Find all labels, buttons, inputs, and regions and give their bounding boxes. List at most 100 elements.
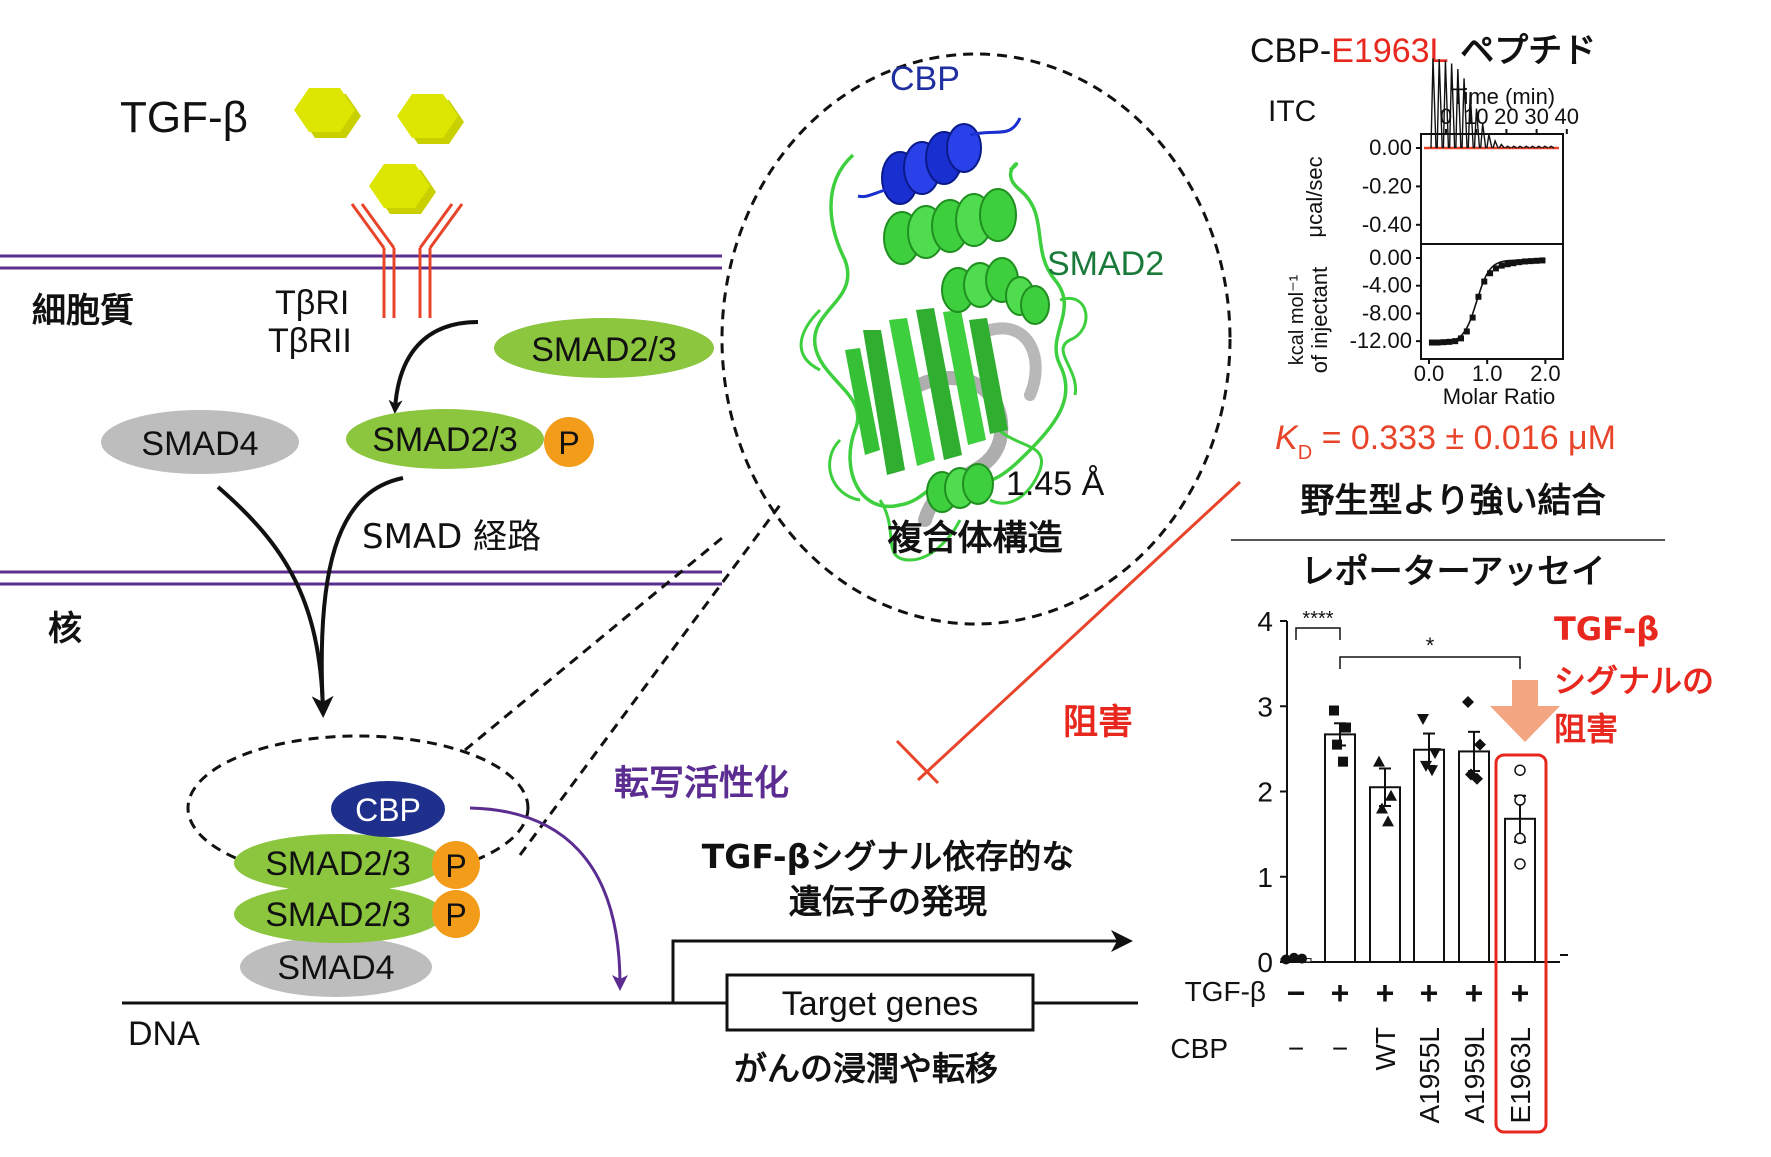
itc-data-point [1446,338,1453,345]
transcription-complex: SMAD4 SMAD2/3 P SMAD2/3 P CBP [234,781,480,997]
itc-data-point [1527,258,1534,265]
smad23-nuclear-lower [234,885,444,943]
itc-data-point [1428,339,1435,346]
pathway-label: SMAD 経路 [362,517,541,557]
smad4-nuclear [240,937,432,997]
nuclear-membrane [0,570,722,586]
chart-point [1420,760,1432,772]
smad4-cytoplasm: SMAD4 [101,410,299,474]
tgf-condition-label: + [1376,975,1395,1011]
itc-time-tick-label: 10 [1464,104,1488,129]
chart-point [1338,756,1348,767]
phospho-circle [544,417,594,467]
chart-bar [1369,786,1401,963]
itc-lower-ylabel-line1: kcal mol⁻¹ [1286,274,1308,365]
reporter-title: レポーターアッセイ [1301,552,1606,592]
itc-data-point [1458,335,1464,342]
itc-injection-peak [1473,108,1481,149]
receptor1-label: TβRI [275,284,349,322]
inhibition-note-line3: 阻害 [1554,710,1618,748]
chart-ytick-label: 2 [1257,777,1273,808]
chart-bar [1324,733,1356,963]
significance-bracket [1295,627,1341,640]
resolution-label: 1.45 Å [1006,465,1105,503]
target-genes-box [725,973,1035,1032]
chart-point [1514,832,1526,845]
chart-point [1514,764,1526,776]
itc-upper-ytick-label: 0.00 [1369,135,1412,160]
ligand-hexagon [397,94,458,138]
activation-arrow [469,806,628,991]
itc-lower-ytick-label: -4.00 [1362,273,1412,298]
chart-point [1373,755,1385,767]
itc-data-point [1522,258,1528,265]
itc-data-point [1510,260,1517,267]
tgf-beta-ligands [294,88,464,214]
tgf-condition-label: + [1511,975,1530,1011]
tgf-row-label: TGF-β [1185,976,1266,1007]
smad23-label: SMAD2/3 [372,421,518,459]
cbp-condition-label: E1963L [1505,1027,1536,1124]
kd-text: KD = 0.333 ± 0.016 μM [1275,419,1616,464]
protein-structure [799,117,1088,562]
cbp-condition-label: A1955L [1414,1027,1445,1124]
itc-molar-tick-label: 1.0 [1472,361,1503,386]
itc-injection-peak [1492,138,1499,149]
structure-caption: 複合体構造 [887,519,1062,559]
smad23-label: SMAD2/3 [265,896,411,934]
chart-ytick-label: 0 [1257,947,1273,978]
smad23-cytoplasm: SMAD2/3 [494,318,714,378]
chart-point [1289,952,1299,963]
inhibition-note-line2: シグナルの [1554,662,1714,700]
nucleus-label: 核 [48,609,82,649]
smad23-phospho: SMAD2/3 P [346,409,594,469]
itc-injection-peak [1511,145,1518,149]
itc-injection-peak [1505,145,1511,149]
itc-injection-peak [1479,123,1487,149]
itc-injection-peak [1523,145,1530,149]
itc-injection-peak [1442,60,1450,149]
chart-point [1341,722,1351,733]
itc-injection-peak [1486,134,1493,149]
kd-value: = 0.333 ± 0.016 μM [1312,419,1616,457]
itc-injection-peak [1461,78,1468,149]
receptor2-label: TβRII [268,322,352,360]
cbp-condition-label: − [1288,1033,1304,1064]
smad4-label: SMAD4 [141,425,258,463]
itc-time-tick-label: 20 [1494,104,1518,129]
itc-data-point [1492,265,1499,272]
cbp-row-label: CBP [1170,1033,1228,1064]
itc-data-point [1440,339,1447,346]
chart-point [1382,815,1394,827]
chart-point [1426,765,1438,777]
transcription-arrow [671,930,1133,1003]
chart-bar [1413,748,1445,963]
binding-note: 野生型より強い結合 [1300,481,1605,521]
smad23-label: SMAD2/3 [265,845,411,883]
itc-injection-peak [1498,143,1505,149]
expression-line1: TGF-βシグナル依存的な [702,837,1074,876]
target-genes-label: Target genes [782,985,979,1023]
smad4-arrow [216,485,334,718]
itc-title: CBP-E1963L ペプチド [1250,31,1596,71]
significance-label: **** [1302,608,1333,630]
chart-point [1429,748,1441,760]
tgf-condition-label: + [1420,975,1439,1011]
dna-label: DNA [128,1015,200,1053]
smad23-label: SMAD2/3 [531,331,677,369]
itc-molar-axis-label: Molar Ratio [1443,384,1555,409]
inhibition-note-line1: TGF-β [1554,610,1659,648]
itc-data-point [1539,257,1546,264]
itc-injection-peak [1542,145,1549,149]
inhibition-label: 阻害 [1063,703,1133,743]
itc-molar-tick-label: 2.0 [1530,361,1561,386]
plasma-membrane [0,254,722,270]
itc-molar-tick-label: 0.0 [1414,361,1445,386]
cancer-label: がんの浸潤や転移 [734,1049,998,1088]
chart-point [1376,802,1388,814]
itc-injection-peak [1430,58,1437,149]
